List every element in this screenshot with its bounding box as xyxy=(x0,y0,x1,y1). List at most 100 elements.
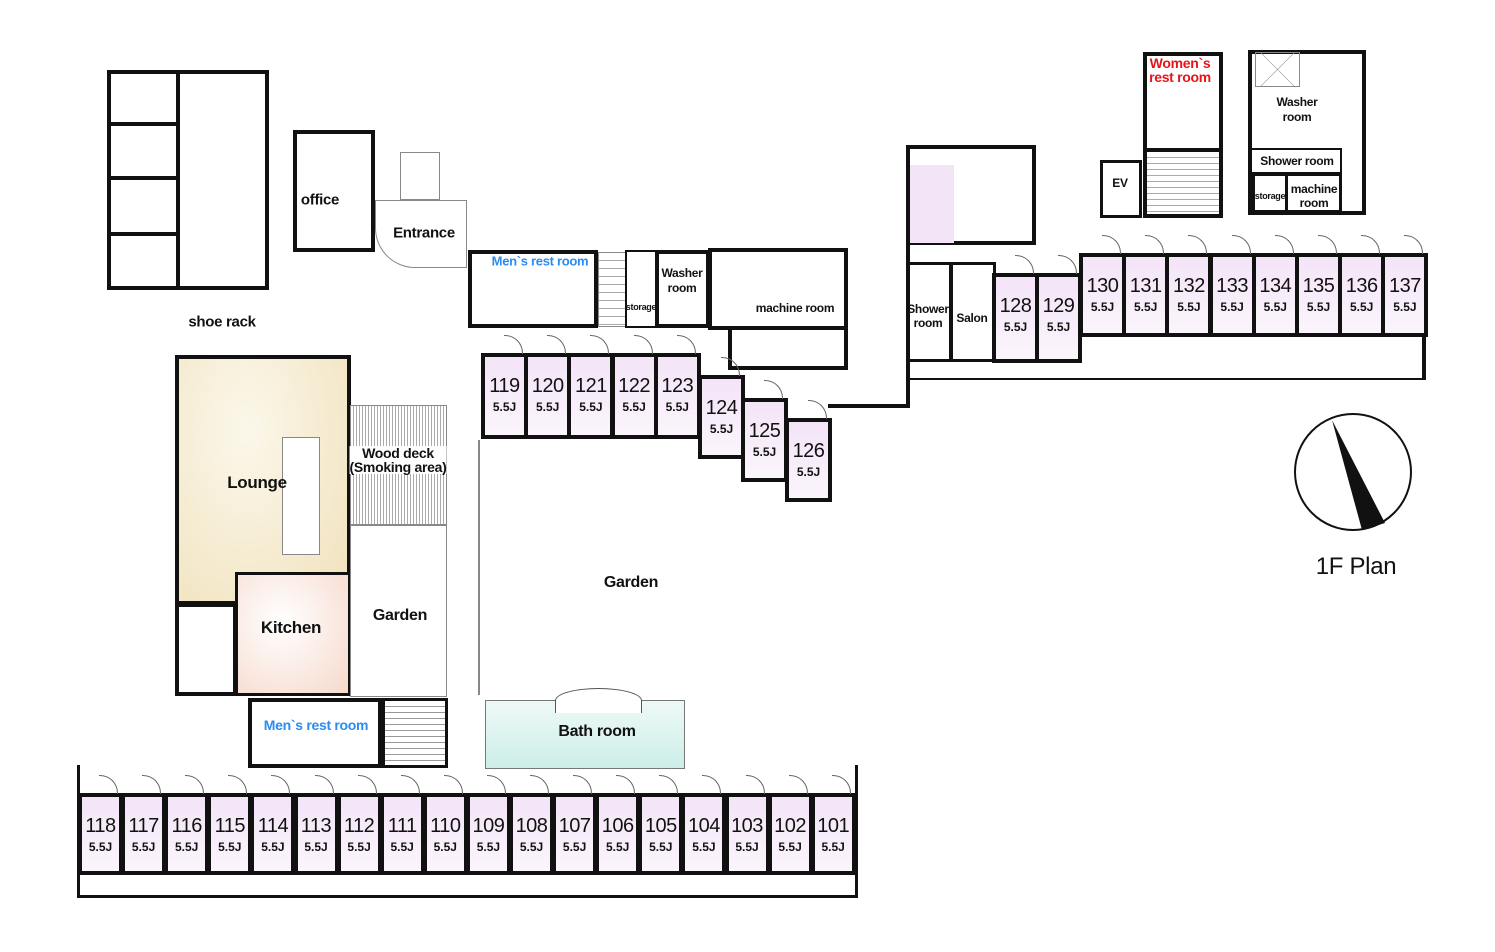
door-icon xyxy=(1361,235,1381,254)
room-size: 5.5J xyxy=(1393,300,1417,314)
corridor-link xyxy=(828,243,910,408)
guest-room: 110 5.5J xyxy=(422,793,468,875)
door-icon xyxy=(1188,235,1208,254)
room-size: 5.5J xyxy=(1003,320,1028,334)
guest-room: 102 5.5J xyxy=(767,793,813,875)
room-size: 5.5J xyxy=(709,422,734,436)
washer-room-mid-label: Washer room xyxy=(661,266,703,295)
room-number: 117 xyxy=(128,815,159,837)
door-icon xyxy=(676,335,696,354)
door-icon xyxy=(1145,235,1165,254)
plan-title: 1F Plan xyxy=(1315,553,1397,580)
door-icon xyxy=(1318,235,1337,254)
room-number: 101 xyxy=(817,815,850,837)
room-number: 102 xyxy=(774,815,807,837)
room-number: 114 xyxy=(257,815,289,837)
room-size: 5.5J xyxy=(562,840,587,854)
entrance-porch xyxy=(400,152,440,200)
room-number: 130 xyxy=(1086,275,1119,297)
room-number: 123 xyxy=(661,375,694,397)
room-number: 110 xyxy=(430,815,461,837)
door-icon xyxy=(547,335,567,354)
door-icon xyxy=(590,335,610,354)
door-icon xyxy=(1274,235,1294,254)
office-block xyxy=(293,130,375,252)
guest-room: 132 5.5J xyxy=(1165,253,1213,337)
room-number: 107 xyxy=(558,815,591,837)
room-size: 5.5J xyxy=(1306,300,1331,314)
ne-service-block xyxy=(1248,50,1366,215)
machine-room-ne xyxy=(1285,173,1342,213)
garden-center-label: Garden xyxy=(603,574,659,591)
room-size: 5.5J xyxy=(649,840,673,854)
ev-label: EV xyxy=(1112,176,1128,190)
door-icon xyxy=(1102,235,1121,254)
room-number: 116 xyxy=(171,815,202,837)
room-number: 131 xyxy=(1129,275,1162,297)
room-size: 5.5J xyxy=(88,840,113,854)
machine-room-mid-label: machine room xyxy=(755,301,835,315)
room-size: 5.5J xyxy=(218,840,242,854)
bath-room-label: Bath room xyxy=(558,723,636,740)
guest-room: 118 5.5J xyxy=(78,793,123,875)
room-number: 129 xyxy=(1042,295,1075,317)
room-number: 135 xyxy=(1302,275,1335,297)
room-number: 106 xyxy=(601,815,634,837)
room-number: 134 xyxy=(1259,275,1292,297)
shower-room-ne-label: Shower room xyxy=(1260,154,1334,168)
room-number: 118 xyxy=(85,815,116,837)
room-number: 128 xyxy=(999,295,1032,317)
room-number: 132 xyxy=(1172,275,1205,297)
east-upper-room xyxy=(910,165,954,243)
room-size: 5.5J xyxy=(606,840,630,854)
door-icon xyxy=(764,380,783,399)
entrance-label: Entrance xyxy=(393,224,455,242)
room-number: 105 xyxy=(644,815,677,837)
machine-room-lower xyxy=(728,326,848,370)
guest-room: 128 5.5J xyxy=(992,273,1039,363)
mens-rest-room-top-label: Men`s rest room xyxy=(491,253,589,269)
room-number: 122 xyxy=(618,375,651,397)
room-number: 119 xyxy=(489,375,520,397)
room-size: 5.5J xyxy=(1046,320,1071,334)
north-arrow-icon xyxy=(1294,413,1412,531)
guest-room: 105 5.5J xyxy=(638,793,684,875)
guest-room: 103 5.5J xyxy=(724,793,770,875)
shower-room-east-label: Shower room xyxy=(907,302,949,330)
room-size: 5.5J xyxy=(735,840,759,854)
wall xyxy=(107,122,179,180)
room-number: 103 xyxy=(731,815,763,837)
storage-mid xyxy=(625,250,657,328)
stair-bottom xyxy=(382,698,448,768)
door-icon xyxy=(1404,235,1424,254)
room-size: 5.5J xyxy=(131,840,156,854)
shoe-rack-label: shoe rack xyxy=(188,313,256,331)
smoking-area-text: (Smoking area) xyxy=(349,459,447,475)
door-icon xyxy=(504,335,523,354)
room-number: 115 xyxy=(214,815,246,837)
wood-deck-text: Wood deck xyxy=(362,445,434,461)
wood-deck-label: Wood deck(Smoking area) xyxy=(349,445,447,475)
room-size: 5.5J xyxy=(665,400,689,414)
room-size: 5.5J xyxy=(433,840,457,854)
room-size: 5.5J xyxy=(778,840,802,854)
lounge-label: Lounge xyxy=(227,473,287,492)
office-label: office xyxy=(300,191,340,209)
room-number: 108 xyxy=(515,815,548,837)
room-size: 5.5J xyxy=(1177,300,1201,314)
machine-room-ne-label: machine room xyxy=(1290,182,1338,210)
room-size: 5.5J xyxy=(476,840,501,854)
guest-room: 135 5.5J xyxy=(1295,253,1342,337)
garden-left xyxy=(350,525,447,697)
room-size: 5.5J xyxy=(579,400,603,414)
